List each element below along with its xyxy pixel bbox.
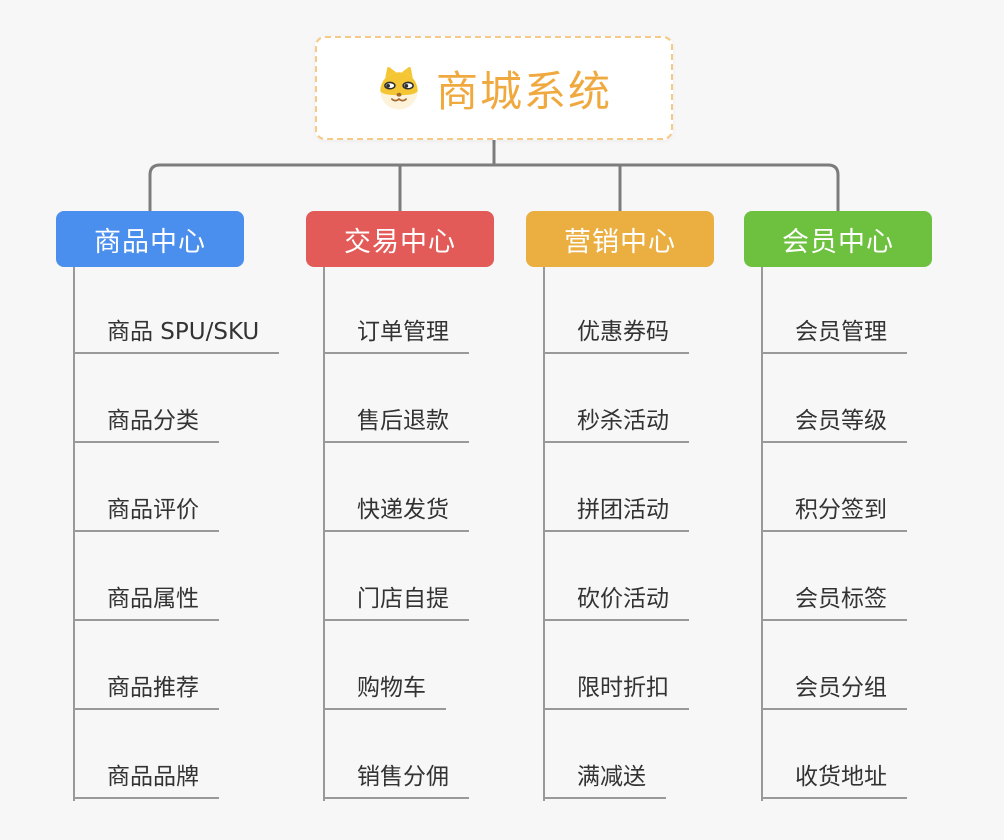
leaf-node[interactable]: 满减送 bbox=[543, 763, 666, 799]
leaf-node[interactable]: 会员管理 bbox=[761, 318, 907, 354]
leaf-node[interactable]: 商品品牌 bbox=[73, 763, 219, 799]
branch-node-1[interactable]: 商品中心 bbox=[56, 211, 244, 267]
branch-node-3[interactable]: 营销中心 bbox=[526, 211, 714, 267]
leaf-node[interactable]: 拼团活动 bbox=[543, 496, 689, 532]
leaf-node[interactable]: 商品分类 bbox=[73, 407, 219, 443]
leaf-node[interactable]: 快递发货 bbox=[323, 496, 469, 532]
root-node[interactable]: 商城系统 bbox=[315, 36, 673, 140]
leaf-node[interactable]: 商品推荐 bbox=[73, 674, 219, 710]
branch-node-4[interactable]: 会员中心 bbox=[744, 211, 932, 267]
leaf-node[interactable]: 会员分组 bbox=[761, 674, 907, 710]
leaf-node[interactable]: 优惠券码 bbox=[543, 318, 689, 354]
leaf-node[interactable]: 售后退款 bbox=[323, 407, 469, 443]
leaf-node[interactable]: 销售分佣 bbox=[323, 763, 469, 799]
branch-trunk-line bbox=[761, 267, 763, 801]
leaf-node[interactable]: 门店自提 bbox=[323, 585, 469, 621]
leaf-node[interactable]: 砍价活动 bbox=[543, 585, 689, 621]
branch-trunk-line bbox=[73, 267, 75, 801]
leaf-node[interactable]: 订单管理 bbox=[323, 318, 469, 354]
branch-trunk-line bbox=[323, 267, 325, 801]
leaf-node[interactable]: 购物车 bbox=[323, 674, 446, 710]
leaf-node[interactable]: 会员等级 bbox=[761, 407, 907, 443]
shiba-dog-icon bbox=[380, 67, 418, 110]
leaf-node[interactable]: 限时折扣 bbox=[543, 674, 689, 710]
leaf-node[interactable]: 秒杀活动 bbox=[543, 407, 689, 443]
leaf-node[interactable]: 积分签到 bbox=[761, 496, 907, 532]
root-title: 商城系统 bbox=[435, 66, 612, 116]
branch-node-2[interactable]: 交易中心 bbox=[306, 211, 494, 267]
branch-trunk-line bbox=[543, 267, 545, 801]
leaf-node[interactable]: 商品评价 bbox=[73, 496, 219, 532]
leaf-node[interactable]: 收货地址 bbox=[761, 763, 907, 799]
leaf-node[interactable]: 商品 SPU/SKU bbox=[73, 318, 280, 354]
leaf-node[interactable]: 会员标签 bbox=[761, 585, 907, 621]
leaf-node[interactable]: 商品属性 bbox=[73, 585, 219, 621]
